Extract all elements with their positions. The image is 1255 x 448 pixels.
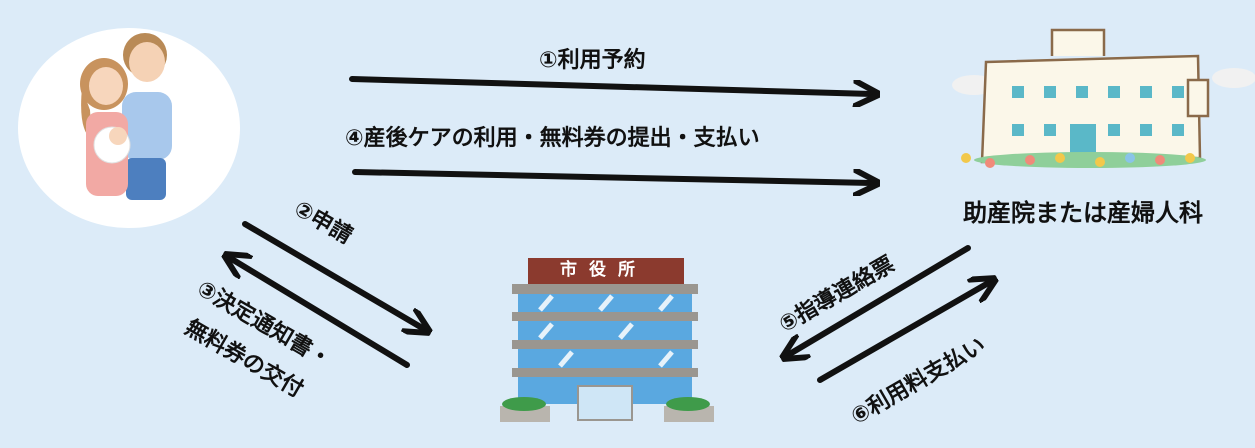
label-postnatal-care: ④産後ケアの利用・無料券の提出・支払い: [345, 126, 760, 151]
arrow-postnatal-care: [352, 169, 872, 183]
label-reservation: ①利用予約: [539, 48, 646, 73]
clinic-icon: [952, 28, 1255, 168]
arrow-decision: [230, 258, 410, 368]
arrow-guidance-form: [788, 245, 971, 355]
arrow-reservation: [349, 76, 872, 94]
city-hall-icon: [500, 258, 714, 422]
arrow-fee-payment: [817, 282, 990, 383]
city-hall-sign: 市役所: [560, 260, 647, 280]
clinic-label: 助産院または産婦人科: [963, 199, 1203, 227]
family-icon: [80, 33, 172, 200]
flow-arrows: [230, 76, 990, 383]
arrow-application: [242, 221, 424, 329]
